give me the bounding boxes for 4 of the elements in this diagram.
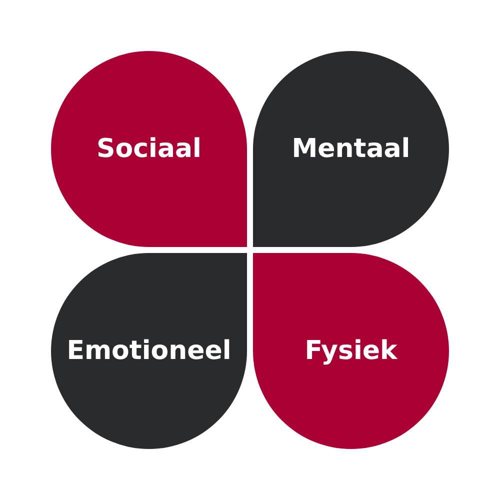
petal-label: Sociaal: [96, 134, 202, 164]
petal-label: Emotioneel: [66, 336, 232, 366]
petal-label: Mentaal: [292, 134, 410, 164]
petal-label: Fysiek: [304, 336, 398, 366]
